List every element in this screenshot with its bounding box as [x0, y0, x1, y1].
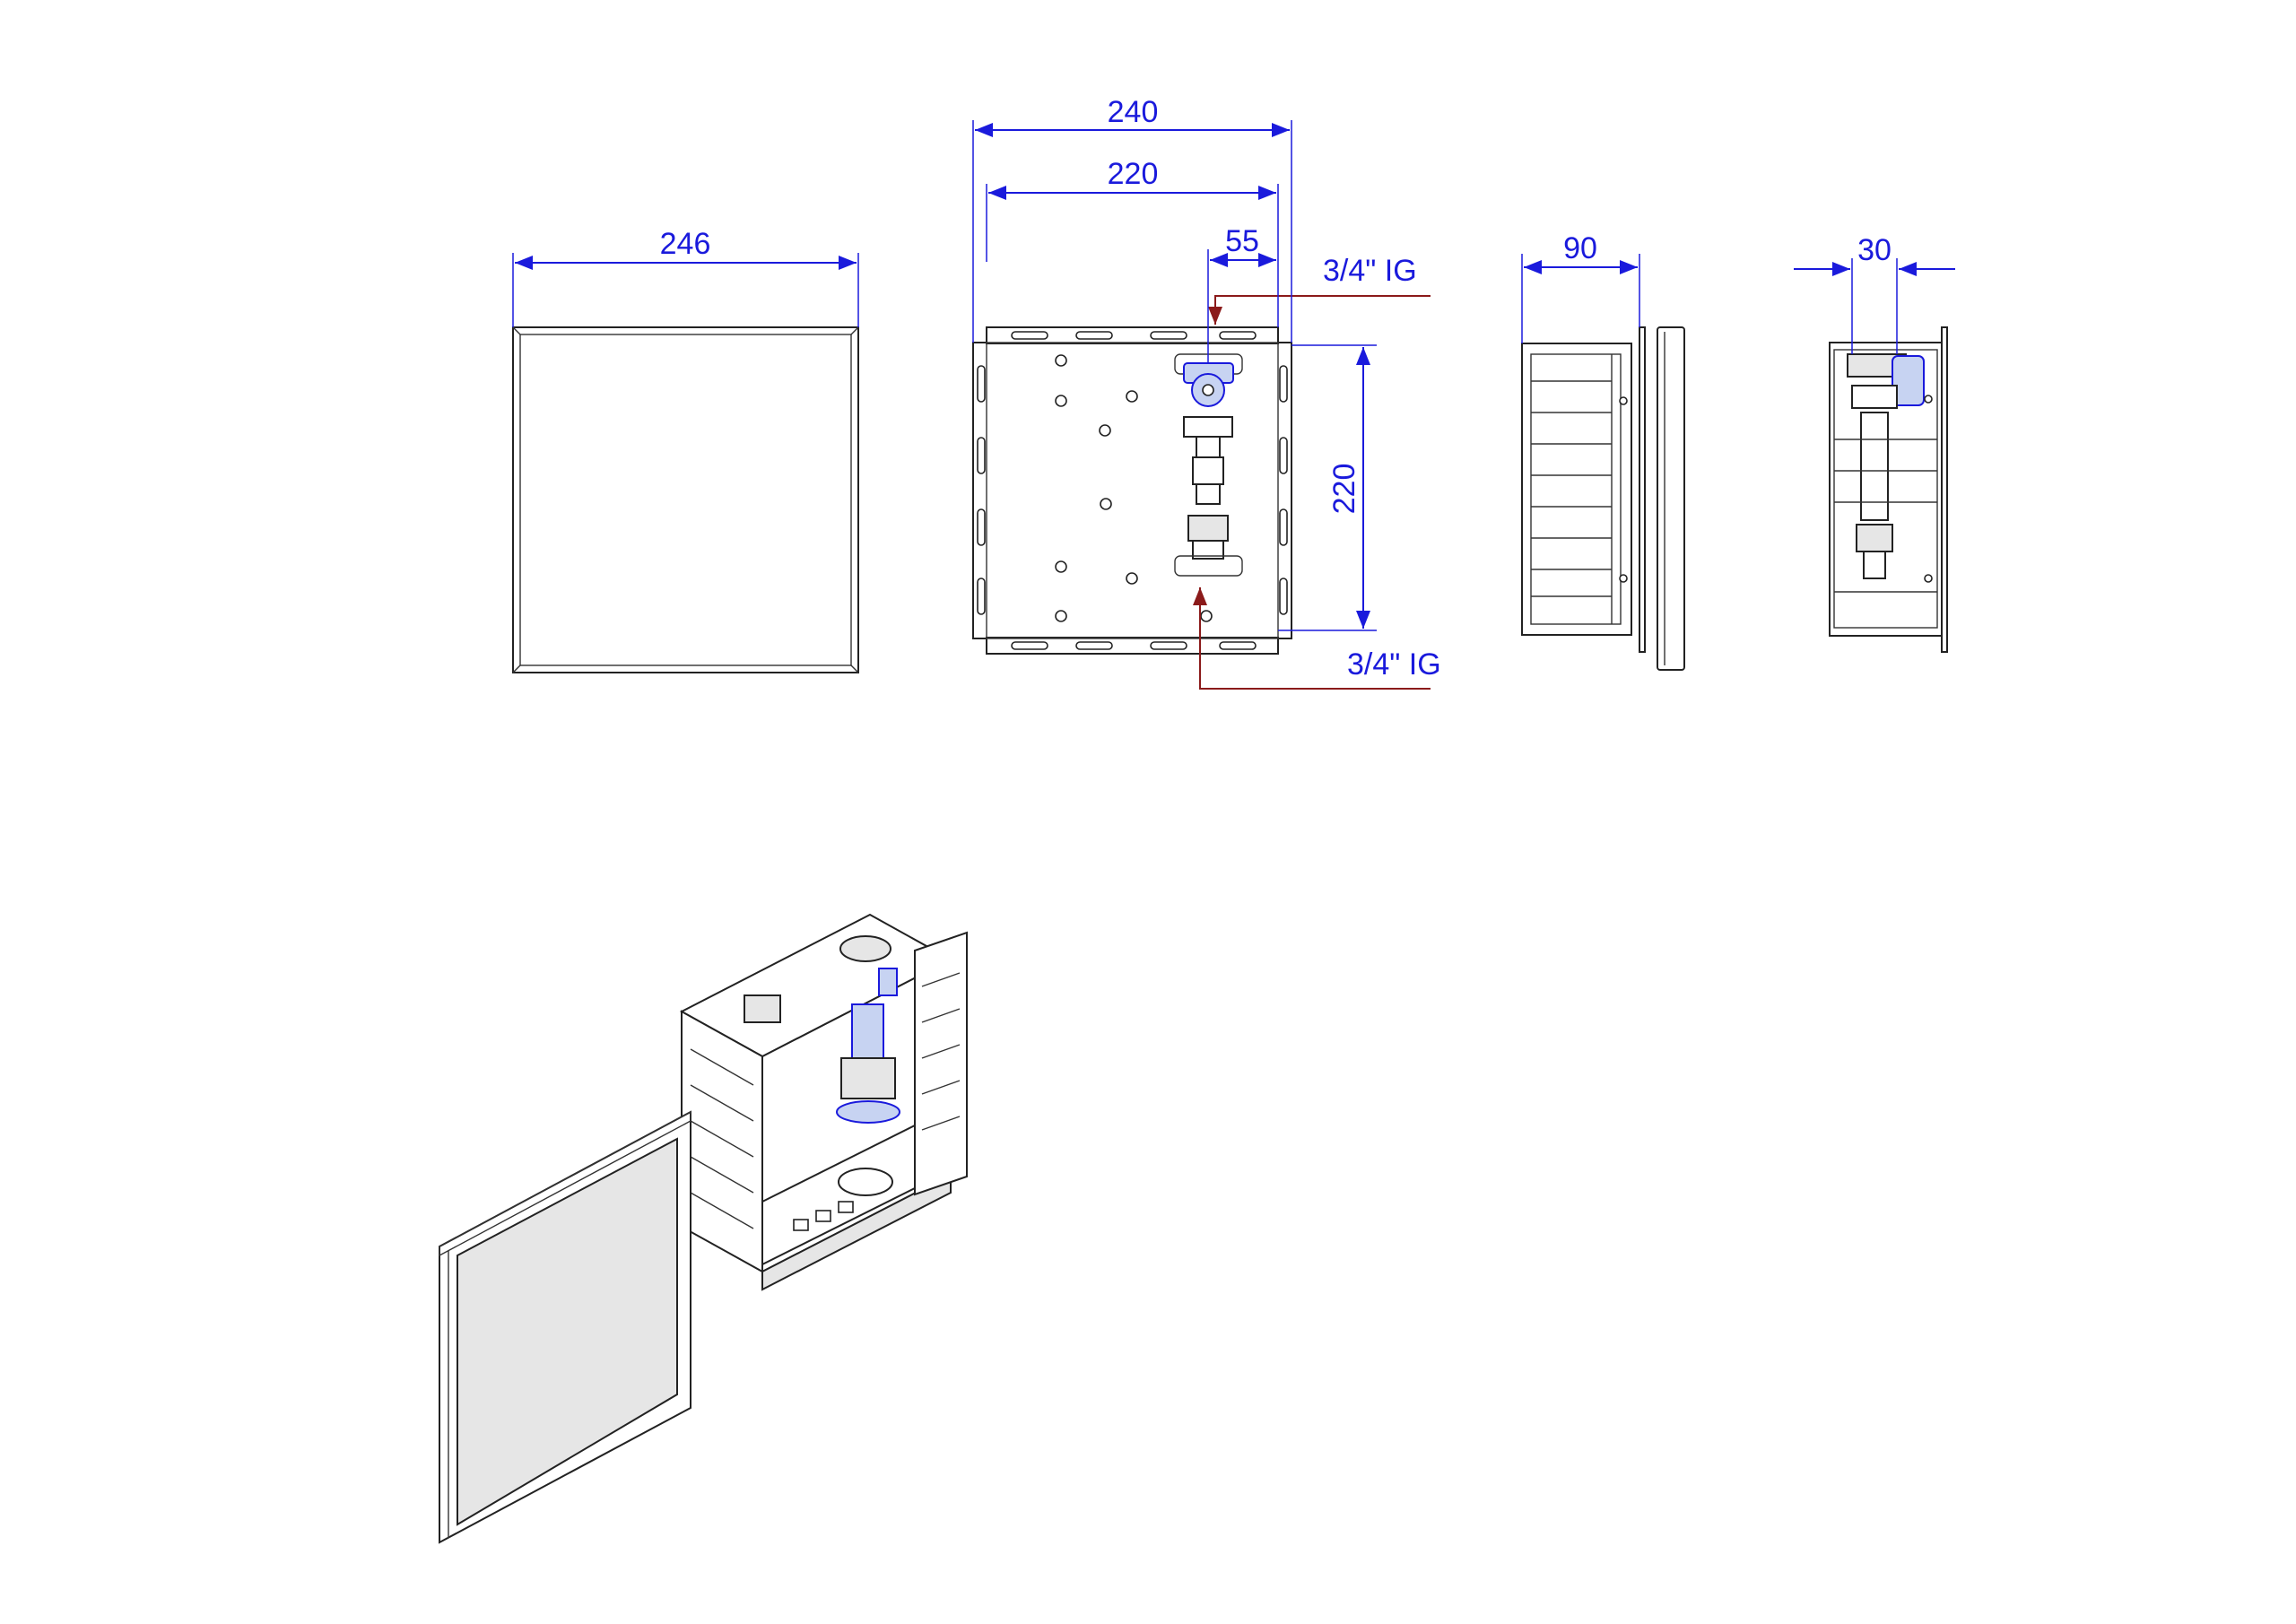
box-section-view: 30 — [1794, 233, 1955, 653]
label-outlet-thread: 3/4" IG — [1347, 647, 1441, 682]
dim-box-depth: 90 — [1563, 231, 1597, 265]
dim-box-height: 220 — [1327, 464, 1361, 515]
label-inlet-thread: 3/4" IG — [1323, 254, 1417, 288]
dim-cover-width: 246 — [660, 227, 711, 261]
box-side-view: 90 — [1521, 231, 1685, 671]
dim-cover-depth: 30 — [1857, 233, 1892, 267]
dim-box-outer-width: 240 — [1108, 95, 1159, 129]
dim-box-inner-width: 220 — [1108, 157, 1159, 191]
dim-valve-offset: 55 — [1225, 224, 1259, 258]
front-cover-view: 246 — [512, 227, 859, 673]
box-front-view: 3/4" IG 3/4" IG 240 220 55 220 — [972, 95, 1441, 690]
isometric-view — [439, 913, 968, 1544]
